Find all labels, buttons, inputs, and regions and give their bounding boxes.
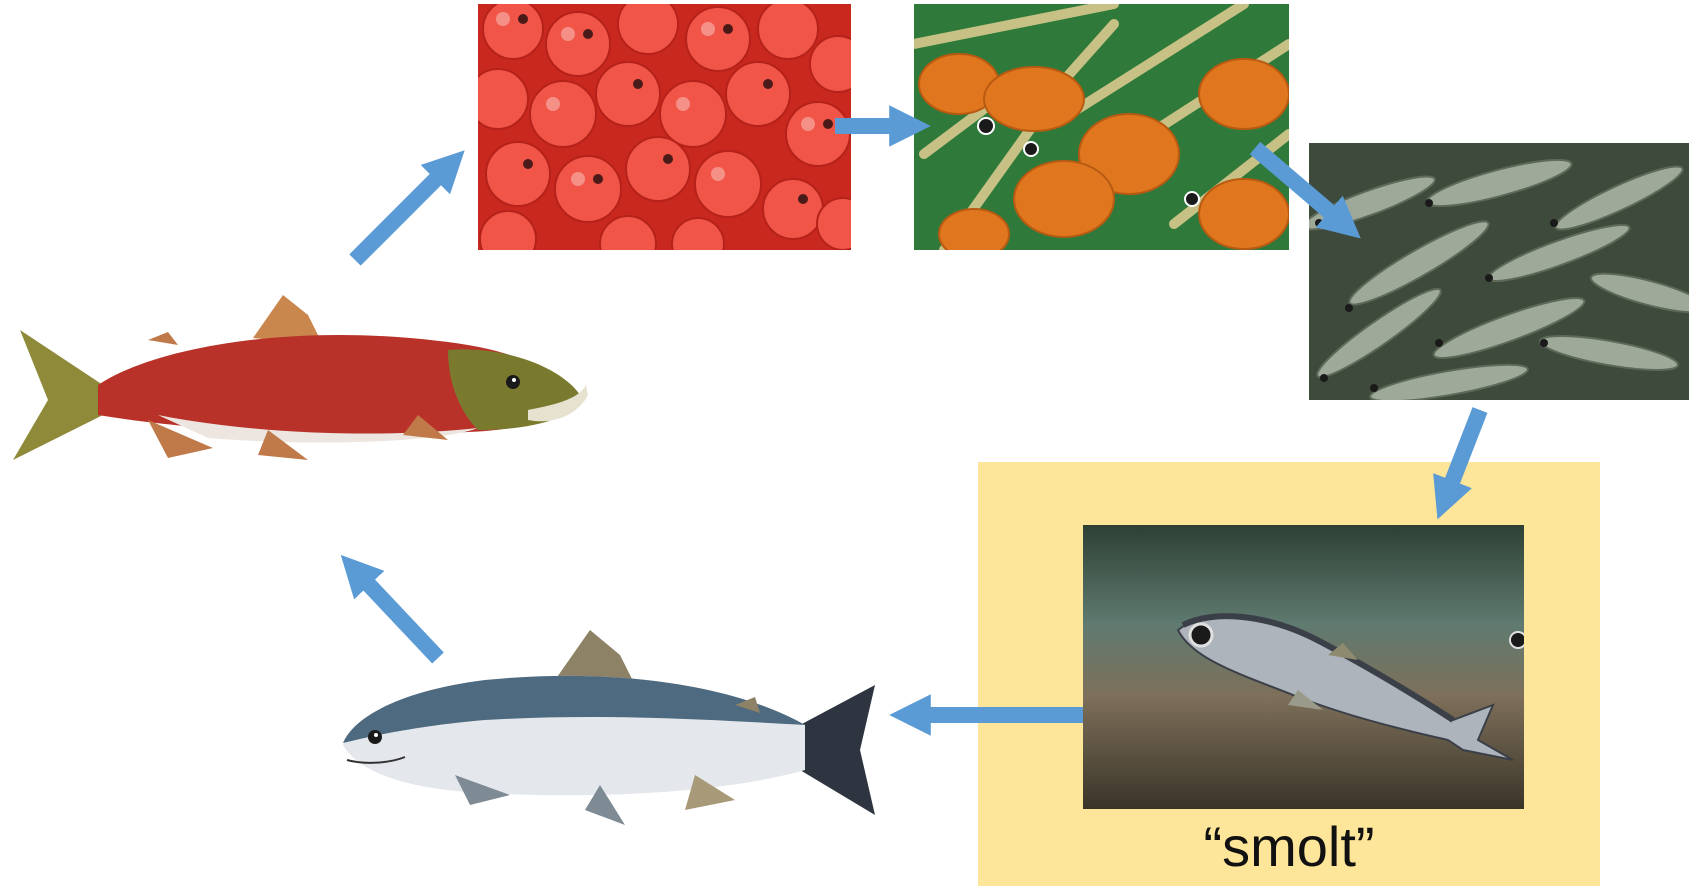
smolt-label: “smolt”	[978, 815, 1600, 879]
ocean-adult-image	[335, 625, 880, 840]
alevin-image	[914, 4, 1289, 250]
spawning-adult-image	[8, 290, 588, 495]
fry-image	[1309, 143, 1689, 400]
arrow-adult-to-eggs	[355, 165, 450, 260]
smolt-image	[1083, 525, 1524, 809]
eggs-image	[478, 4, 851, 250]
